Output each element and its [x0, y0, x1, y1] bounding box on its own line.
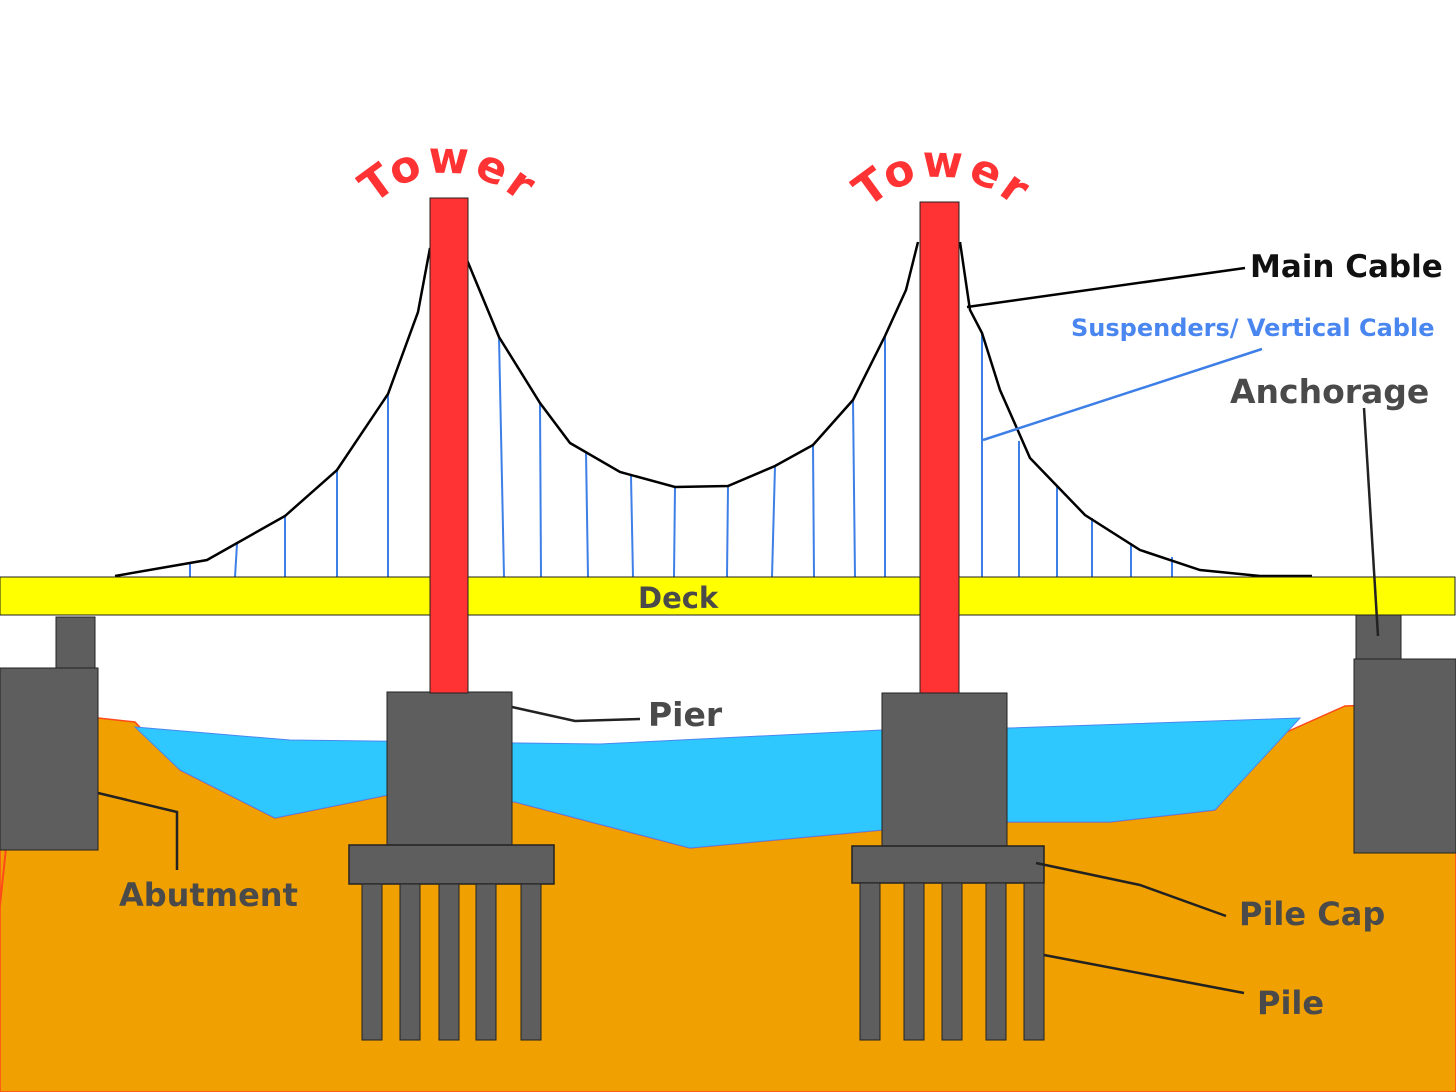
left-pile	[438, 883, 460, 1041]
left-pier	[386, 691, 513, 848]
right-pile	[859, 882, 881, 1041]
bridge-deck	[0, 576, 1456, 616]
right-pile	[1023, 882, 1045, 1041]
right-tower	[919, 201, 960, 694]
left-pile	[399, 883, 421, 1041]
left-pile	[475, 883, 497, 1041]
left-pile-cap	[348, 844, 555, 885]
main-cable	[465, 241, 920, 489]
right-pile	[903, 882, 925, 1041]
right-pier	[881, 692, 1008, 849]
right-anchorage-post	[1355, 613, 1402, 661]
right-pile	[941, 882, 963, 1041]
right-pile	[985, 882, 1007, 1041]
left-abutment	[0, 667, 99, 851]
right-anchorage	[1353, 658, 1456, 854]
main-cable	[114, 247, 432, 578]
anchorage-label: Anchorage	[1230, 372, 1429, 411]
pile-label: Pile	[1257, 984, 1324, 1022]
pier-leader	[511, 705, 641, 723]
deck-label: Deck	[638, 581, 719, 615]
abutment-leader	[97, 791, 179, 870]
pier-label: Pier	[648, 695, 723, 734]
pile-cap-label: Pile Cap	[1239, 895, 1385, 933]
pile-cap-leader	[1035, 861, 1227, 918]
pile-leader	[1043, 953, 1245, 995]
left-tower	[429, 197, 469, 694]
main-cable-leader	[966, 266, 1246, 309]
suspender-cables	[189, 333, 1173, 578]
main-cable	[958, 241, 1312, 578]
left-pile	[361, 883, 383, 1041]
right-pile-cap	[851, 845, 1045, 884]
suspenders-leader	[982, 347, 1263, 442]
abutment-label: Abutment	[119, 876, 298, 914]
suspenders-label: Suspenders/ Vertical Cable	[1071, 314, 1434, 342]
anchorage-leader	[1362, 407, 1380, 637]
left-pile	[520, 883, 542, 1041]
main-cable-label: Main Cable	[1250, 249, 1443, 285]
left-abutment-post	[55, 616, 96, 670]
